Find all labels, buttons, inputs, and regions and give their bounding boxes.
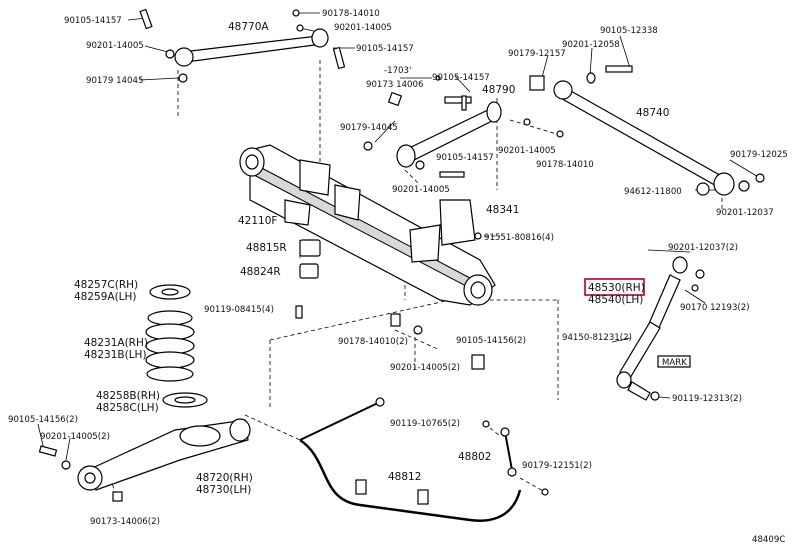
label-48770A: 48770A: [228, 21, 269, 33]
label-90178-14010-c: 90178-14010(2): [338, 337, 408, 347]
label-48259A: 48259A(LH): [74, 291, 137, 303]
label-90179-14045-b: 90179-14045: [340, 123, 398, 133]
label-48802: 48802: [458, 451, 491, 463]
label-90201-14005-e: 90201-14005(2): [40, 432, 110, 442]
label-48231A: 48231A(RH): [84, 337, 148, 349]
bump-stopper-48815R: [295, 239, 321, 319]
label-90105-14157-d: 90105-14157: [436, 153, 494, 163]
label-48790: 48790: [482, 84, 515, 96]
label-48540: 48540(LH): [588, 294, 643, 306]
label-90119-08415: 90119-08415(4): [204, 305, 274, 315]
fasteners-center: [390, 313, 485, 370]
label-48812: 48812: [388, 471, 421, 483]
label-90179-14045-a: 90179 14045: [86, 76, 143, 86]
label-1703: -1703': [384, 66, 411, 76]
label-90179-12025: 90179-12025: [730, 150, 788, 160]
upper-control-arm-48770A: [139, 8, 346, 83]
label-48341: 48341: [486, 204, 519, 216]
label-48258C: 48258C(LH): [96, 402, 159, 414]
label-48257C: 48257C(RH): [74, 279, 138, 291]
label-90105-14156-a: 90105-14156(2): [8, 415, 78, 425]
label-48815R: 48815R: [246, 242, 287, 254]
label-90201-12037: 90201-12037: [716, 208, 774, 218]
label-90178-14010-b: 90178-14010: [536, 160, 594, 170]
label-48231B: 48231B(LH): [84, 349, 147, 361]
label-90201-12058: 90201-12058: [562, 40, 620, 50]
label-90201-14005-c: 90201-14005: [392, 185, 450, 195]
label-90201-12037-2: 90201-12037(2): [668, 243, 738, 253]
label-90170-12193: 90170 12193(2): [680, 303, 750, 313]
label-90201-14005-f: 90201-14005(2): [390, 363, 460, 373]
label-48730: 48730(LH): [196, 484, 251, 496]
part-labels: 90105-14157 90201-14005 90179 14045 4877…: [8, 9, 788, 545]
label-90173-14006-b: 90173-14006(2): [90, 517, 160, 527]
lower-control-arm-48720: [38, 418, 251, 502]
label-90178-14010-a: 90178-14010: [322, 9, 380, 19]
label-48740: 48740: [636, 107, 669, 119]
label-90173-14006-a: 90173 14006: [366, 80, 423, 90]
label-90105-14156-b: 90105-14156(2): [456, 336, 526, 346]
label-94612-11800: 94612-11800: [624, 187, 682, 197]
label-48824R: 48824R: [240, 266, 281, 278]
label-48720: 48720(RH): [196, 472, 253, 484]
label-90201-14005-a: 90201-14005: [86, 41, 144, 51]
label-code-48409C: 48409C: [752, 535, 785, 545]
label-90119-12313: 90119-12313(2): [672, 394, 742, 404]
shock-absorber-48530: [616, 256, 705, 401]
label-90201-14005-b: 90201-14005: [334, 23, 392, 33]
label-90119-10765: 90119-10765(2): [390, 419, 460, 429]
label-94150-81231: 94150-81231(2): [562, 333, 632, 343]
stabilizer-bar-48812: [299, 397, 549, 522]
label-90105-14157-c: 90105-14157: [432, 73, 490, 83]
fasteners-top: [435, 75, 467, 111]
label-42110F: 42110F: [238, 215, 277, 227]
highlight-box-48530: [584, 278, 645, 296]
lateral-rod-48740: [529, 65, 765, 196]
label-90105-14157-a: 90105-14157: [64, 16, 122, 26]
label-mark: MARK: [662, 358, 687, 368]
label-90179-12151: 90179-12151(2): [522, 461, 592, 471]
label-48258B: 48258B(RH): [96, 390, 160, 402]
bracket-48341: [439, 199, 482, 246]
label-48530: 48530(RH): [588, 282, 645, 294]
label-90105-14157-b: 90105-14157: [356, 44, 414, 54]
control-arm-48790: [363, 91, 564, 178]
label-90179-12157: 90179-12157: [508, 49, 566, 59]
axle-beam-42110F: [239, 144, 496, 306]
label-90201-14005-d: 90201-14005: [498, 146, 556, 156]
label-91551-80816: 91551-80816(4): [484, 233, 554, 243]
label-90105-12338: 90105-12338: [600, 26, 658, 36]
coil-spring-assembly: [145, 284, 208, 408]
